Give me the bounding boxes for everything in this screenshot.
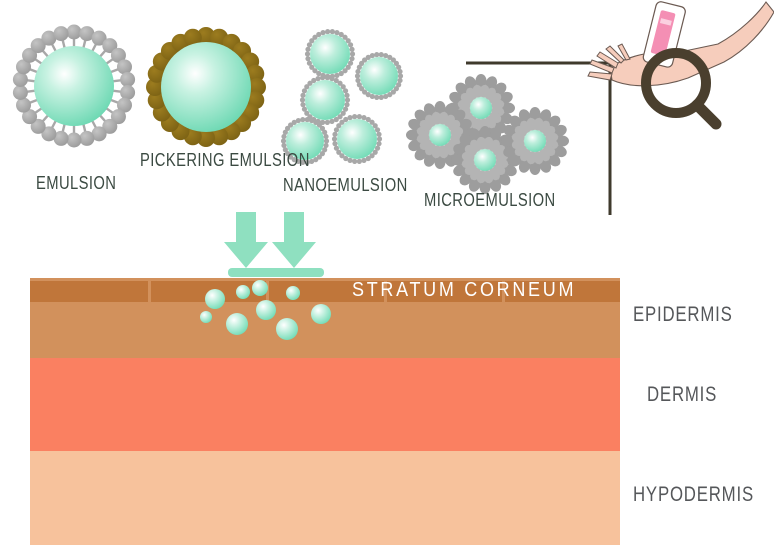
stratum-corneum-label: STRATUM CORNEUM [352,279,577,301]
stratum-corneum-seam [502,278,505,302]
stratum-corneum-band [30,278,620,302]
label-nanoemulsion: NANOEMULSION [283,175,408,195]
arm-illustration [587,1,774,130]
emulsion-types-group [12,24,612,215]
stratum-corneum-seam [384,278,387,302]
arrow-down-left [224,212,268,268]
penetrating-droplets [200,280,331,340]
arrow-down-right [272,212,316,268]
hypodermis-band [30,451,620,545]
label-pickering-emulsion: PICKERING EMULSION [140,150,310,170]
skin-label-dermis: DERMIS [647,383,718,406]
application-bar [228,268,324,277]
label-emulsion: EMULSION [36,173,117,193]
forearm [609,1,774,87]
dermis-band [30,358,620,451]
tube-label-stripe [659,18,672,26]
skin-cross-section: STRATUM CORNEUM [30,278,620,545]
label-microemulsion: MICROEMULSION [424,190,556,210]
stratum-corneum-seam [148,278,151,302]
emulsion-core [34,46,114,126]
nanoemulsion-cluster [280,29,404,165]
emulsion-droplet [12,24,136,148]
microemulsion-cluster [406,74,569,194]
magnifier-icon [641,48,722,130]
penetration-arrows [224,212,324,277]
stratum-corneum-top-edge [30,278,620,281]
skin-label-epidermis: EPIDERMIS [633,303,733,326]
pickering-emulsion-droplet [146,27,266,147]
hand-fingers [587,43,631,81]
pickering-core [161,42,251,132]
skin-label-hypodermis: HYPODERMIS [633,483,754,506]
